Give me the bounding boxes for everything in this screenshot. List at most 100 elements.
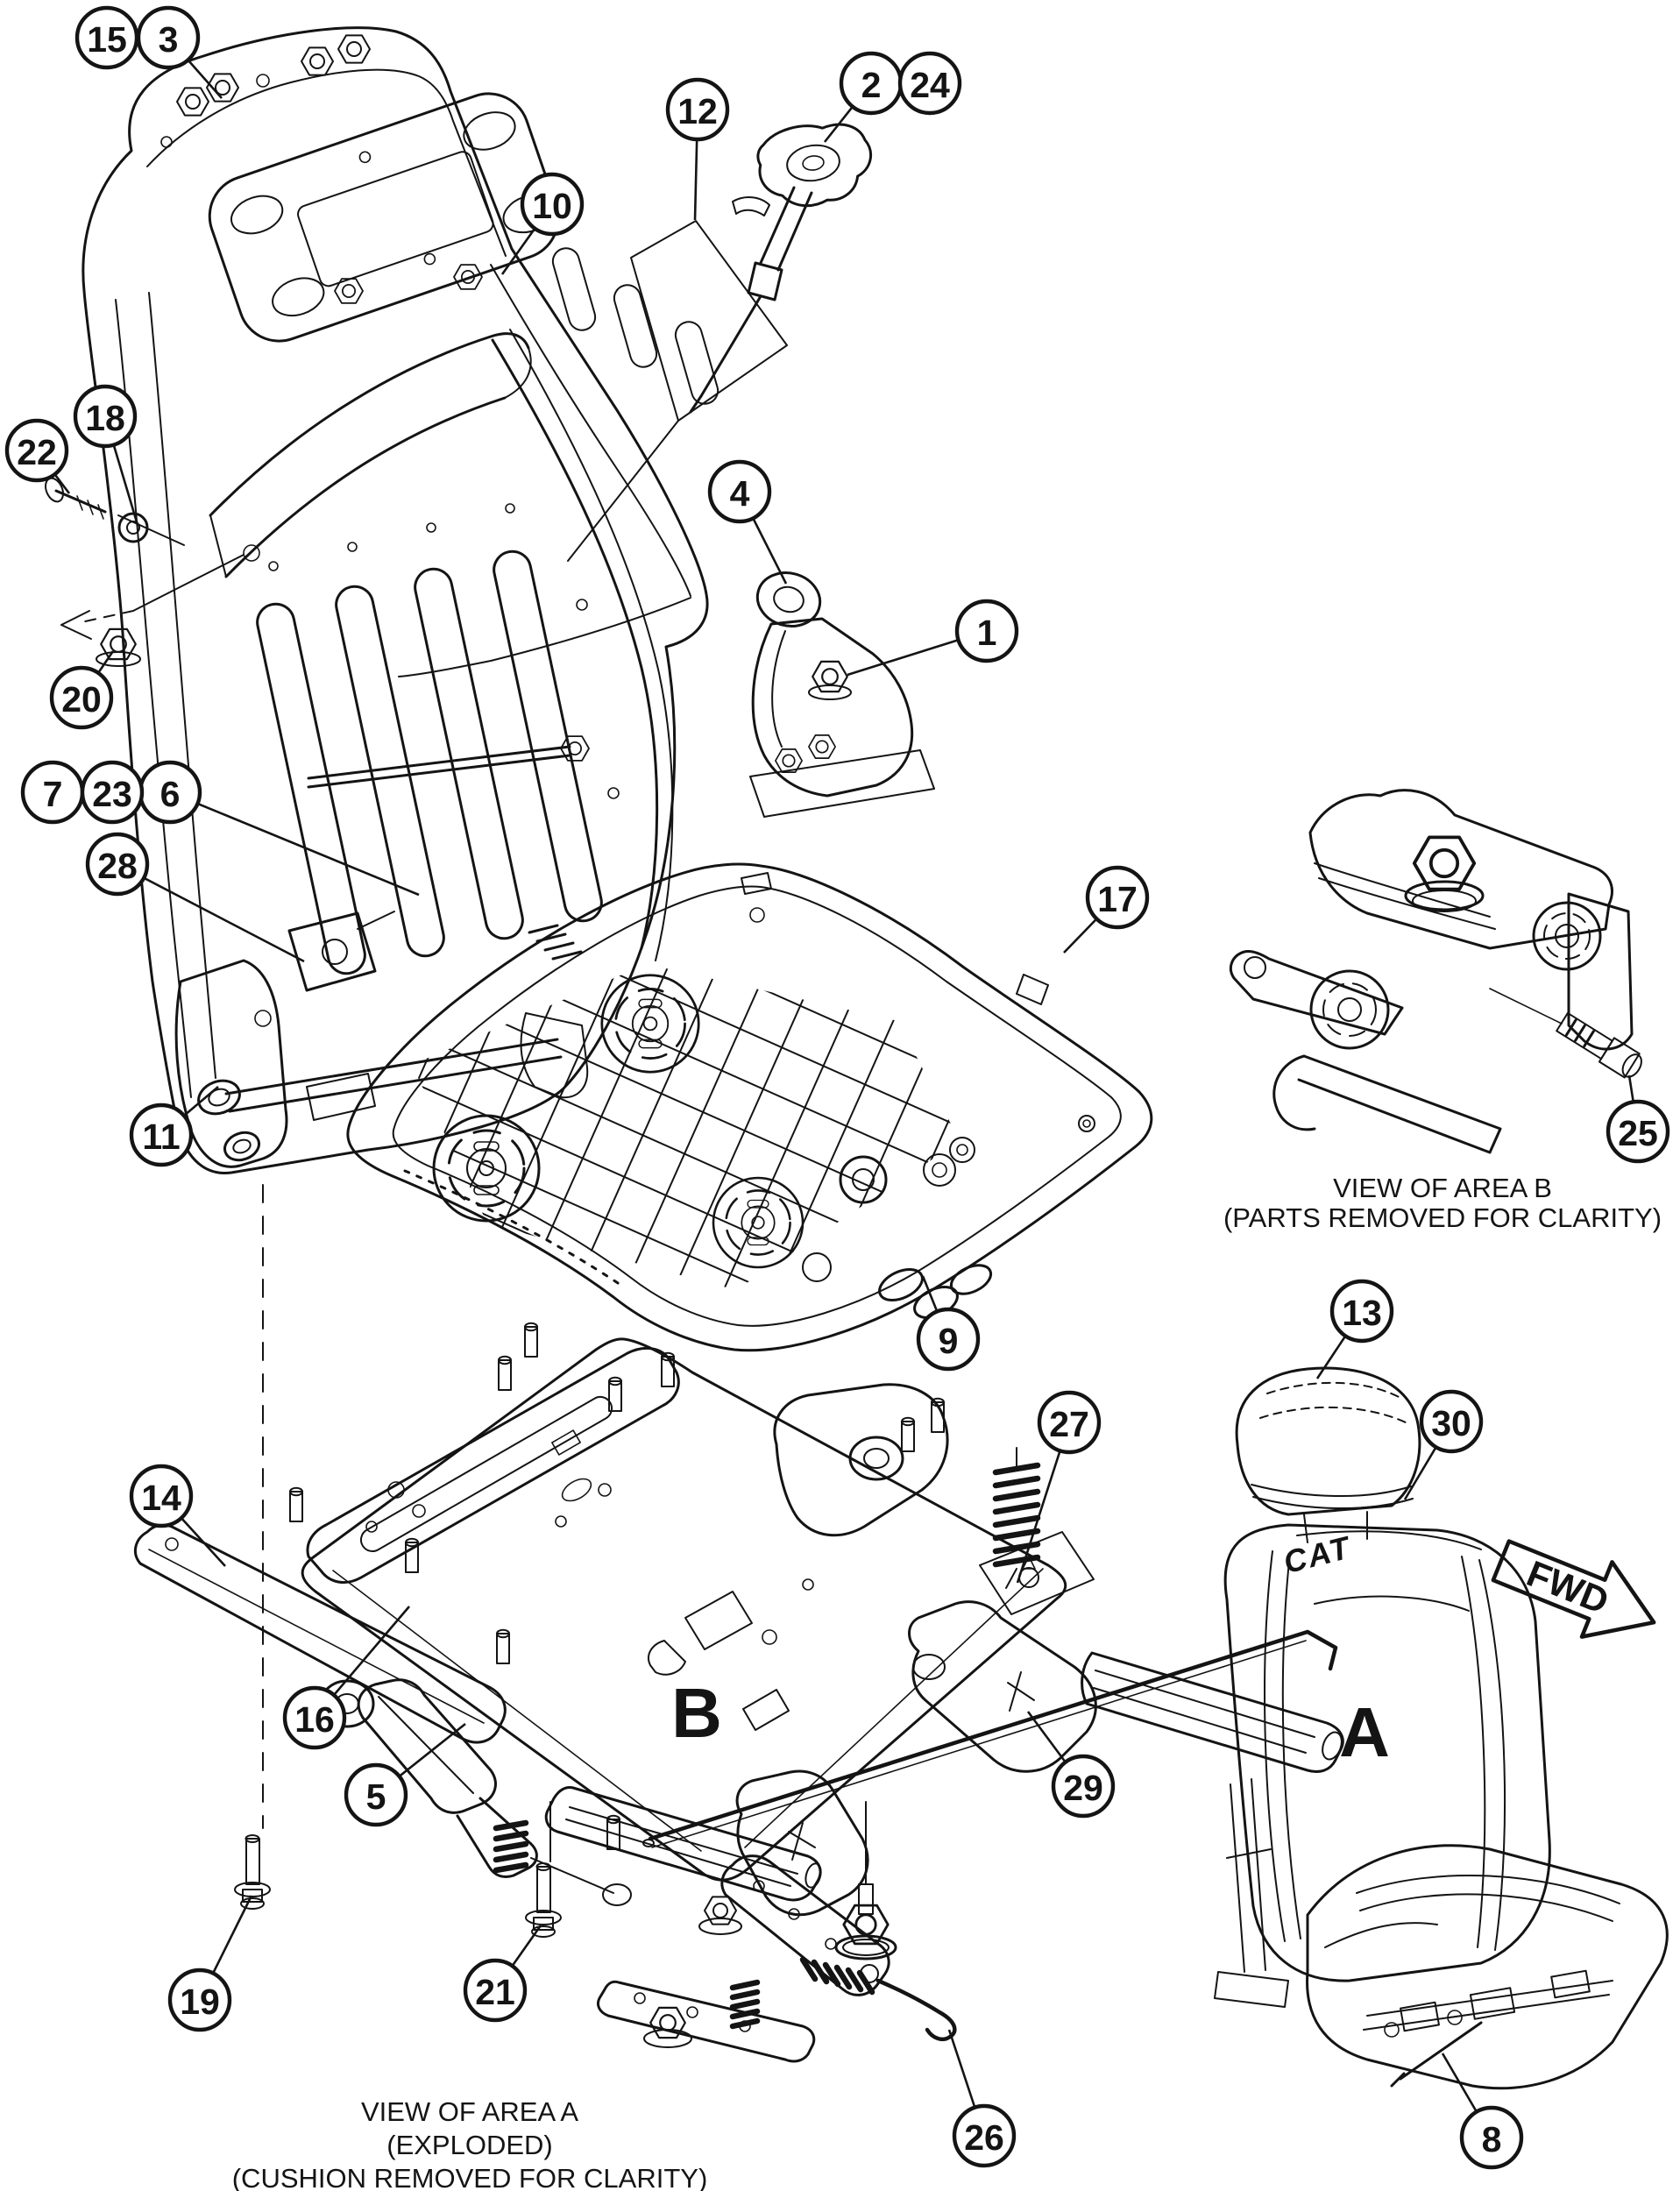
fasteners-left-drawing [44, 477, 260, 667]
callout-balloon-13[interactable]: 13 [1329, 1279, 1394, 1344]
area-a-caption-line2: (EXPLODED) [386, 2130, 552, 2160]
balloon-circle-22[interactable] [4, 418, 69, 483]
nut-item20-drawing [96, 628, 141, 667]
leader-line-6 [169, 791, 420, 897]
callout-balloon-2[interactable]: 2 [839, 51, 904, 116]
area-a-caption: VIEW OF AREA A (EXPLODED) (CUSHION REMOV… [232, 2096, 708, 2191]
callout-balloon-15[interactable]: 15 [74, 5, 139, 70]
callout-balloon-25[interactable]: 25 [1606, 1099, 1670, 1164]
callout-balloon-30[interactable]: 30 [1419, 1389, 1484, 1454]
callout-balloon-16[interactable]: 16 [282, 1685, 347, 1750]
callout-balloon-23[interactable]: 23 [80, 760, 145, 825]
balloon-number-30: 30 [1431, 1403, 1471, 1443]
callout-balloon-20[interactable]: 20 [49, 665, 114, 730]
area-b-caption: VIEW OF AREA B (PARTS REMOVED FOR CLARIT… [1223, 1173, 1662, 1233]
callout-balloon-3[interactable]: 3 [136, 5, 201, 70]
adjuster-knob-drawing [567, 123, 873, 562]
balloon-circle-15[interactable] [74, 5, 139, 70]
recliner-bracket-drawing [749, 571, 935, 818]
callout-balloon-28[interactable]: 28 [85, 832, 150, 897]
balloon-circle-21[interactable] [463, 1958, 528, 2023]
balloon-circle-10[interactable] [520, 172, 585, 237]
leader-line-28 [117, 862, 305, 963]
balloon-circle-24[interactable] [897, 51, 962, 116]
callout-balloon-9[interactable]: 9 [916, 1307, 981, 1372]
callout-balloon-21[interactable]: 21 [463, 1958, 528, 2023]
balloon-circle-5[interactable] [344, 1762, 408, 1827]
callout-balloon-7[interactable]: 7 [20, 760, 85, 825]
balloon-circle-9[interactable] [916, 1307, 981, 1372]
area-b-view-drawing [1230, 789, 1642, 1154]
balloon-number-1: 1 [977, 613, 997, 653]
balloon-number-9: 9 [939, 1321, 959, 1361]
callout-balloon-26[interactable]: 26 [952, 2103, 1017, 2168]
balloon-number-14: 14 [141, 1478, 181, 1518]
cat-logo: CAT [1280, 1528, 1356, 1580]
fwd-arrow-icon: FWD [1491, 1539, 1656, 1639]
balloon-number-25: 25 [1618, 1113, 1658, 1153]
balloon-number-15: 15 [87, 19, 127, 60]
headrest-bracket-drawing [208, 92, 560, 343]
balloon-number-16: 16 [294, 1699, 335, 1740]
callout-balloon-8[interactable]: 8 [1459, 2105, 1524, 2170]
callout-balloon-24[interactable]: 24 [897, 51, 962, 116]
balloon-number-10: 10 [532, 186, 572, 226]
callout-balloon-18[interactable]: 18 [73, 384, 138, 449]
callout-balloon-1[interactable]: 1 [954, 599, 1019, 663]
callout-balloon-10[interactable]: 10 [520, 172, 585, 237]
balloon-circle-28[interactable] [85, 832, 150, 897]
release-lever-drawing [544, 1786, 957, 2063]
balloon-circle-17[interactable] [1085, 865, 1150, 930]
balloon-number-20: 20 [61, 679, 102, 720]
mount-bolts-drawing [234, 1184, 867, 1938]
callout-balloon-17[interactable]: 17 [1085, 865, 1150, 930]
balloon-number-11: 11 [142, 1117, 180, 1157]
callout-balloon-6[interactable]: 6 [138, 760, 202, 825]
area-b-caption-line1: VIEW OF AREA B [1333, 1173, 1552, 1203]
callout-balloon-11[interactable]: 11 [129, 1103, 194, 1167]
callout-balloon-12[interactable]: 12 [665, 77, 730, 142]
balloon-number-7: 7 [43, 774, 63, 814]
callout-balloon-19[interactable]: 19 [167, 1968, 232, 2032]
balloon-circle-30[interactable] [1419, 1389, 1484, 1454]
balloon-number-24: 24 [910, 65, 950, 105]
balloon-circle-16[interactable] [282, 1685, 347, 1750]
balloon-circle-4[interactable] [707, 459, 772, 524]
balloon-circle-8[interactable] [1459, 2105, 1524, 2170]
callout-balloon-27[interactable]: 27 [1037, 1390, 1102, 1455]
callout-balloons: 1234567891011121314151617181920212223242… [4, 5, 1670, 2170]
suspension-base-drawing [133, 1322, 1344, 1935]
callout-balloon-4[interactable]: 4 [707, 459, 772, 524]
balloon-circle-25[interactable] [1606, 1099, 1670, 1164]
balloon-circle-26[interactable] [952, 2103, 1017, 2168]
callout-balloon-29[interactable]: 29 [1051, 1754, 1116, 1819]
balloon-circle-19[interactable] [167, 1968, 232, 2032]
balloon-number-28: 28 [97, 846, 138, 886]
area-a-caption-line3: (CUSHION REMOVED FOR CLARITY) [232, 2163, 708, 2191]
balloon-number-26: 26 [964, 2117, 1004, 2158]
balloon-number-19: 19 [180, 1982, 220, 2022]
callout-balloon-14[interactable]: 14 [129, 1464, 194, 1528]
balloon-number-2: 2 [861, 65, 882, 105]
balloon-circle-18[interactable] [73, 384, 138, 449]
balloon-circle-14[interactable] [129, 1464, 194, 1528]
balloon-circle-27[interactable] [1037, 1390, 1102, 1455]
balloon-circle-13[interactable] [1329, 1279, 1394, 1344]
balloon-circle-29[interactable] [1051, 1754, 1116, 1819]
callout-balloon-5[interactable]: 5 [344, 1762, 408, 1827]
cat-logo-text: CAT [1280, 1528, 1356, 1580]
balloon-number-29: 29 [1063, 1768, 1103, 1808]
area-b-letter: B [671, 1674, 722, 1752]
balloon-number-5: 5 [366, 1776, 386, 1817]
balloon-number-22: 22 [17, 432, 57, 472]
balloon-circle-1[interactable] [954, 599, 1019, 663]
balloon-circle-11[interactable] [129, 1103, 194, 1167]
balloon-number-3: 3 [159, 19, 179, 60]
balloon-circle-20[interactable] [49, 665, 114, 730]
balloon-circle-23[interactable] [80, 760, 145, 825]
area-a-letter: A [1339, 1693, 1390, 1771]
balloon-circle-12[interactable] [665, 77, 730, 142]
callout-balloon-22[interactable]: 22 [4, 418, 69, 483]
